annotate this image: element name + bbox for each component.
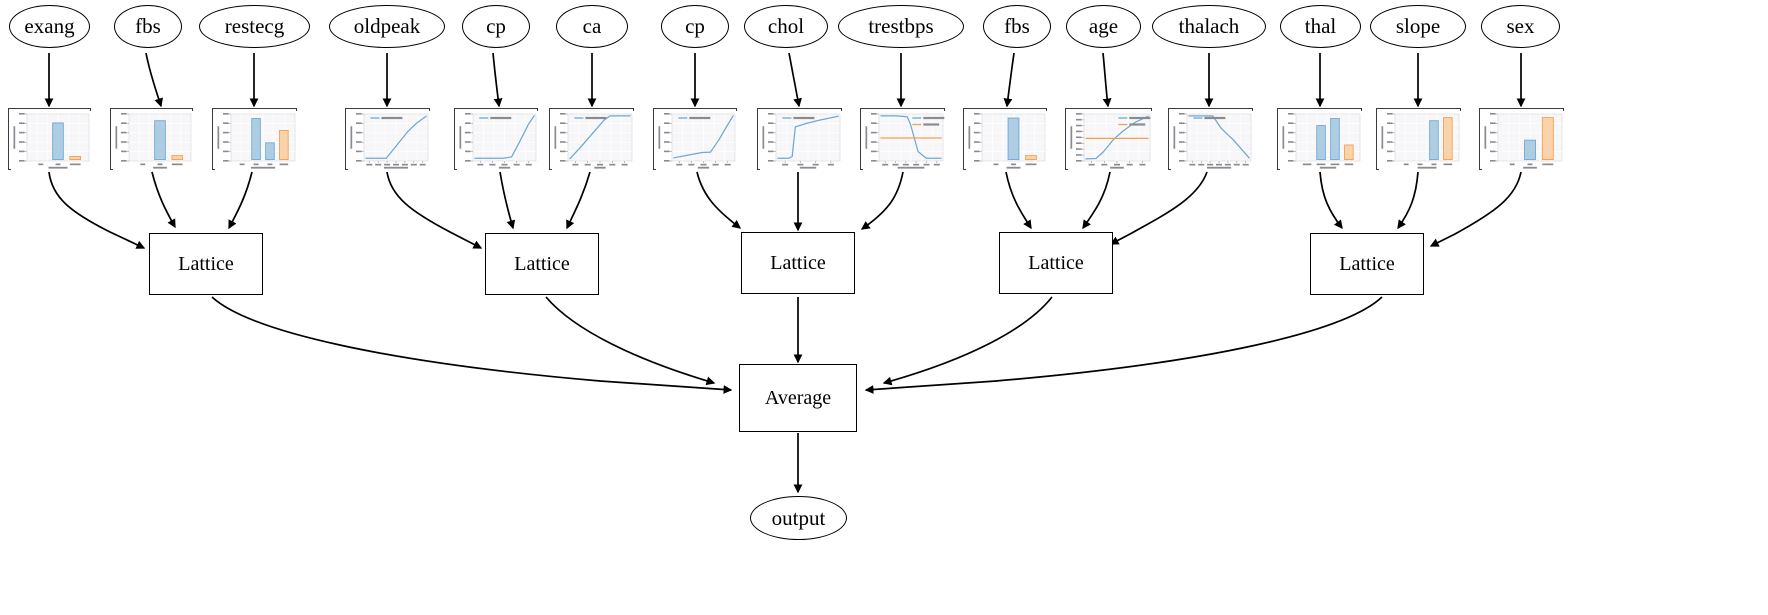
output-node[interactable]: output [750,496,847,540]
lattice-label: Lattice [1339,252,1395,275]
input-node-thal[interactable]: thal [1280,5,1361,48]
calibration-plot-exang[interactable] [8,108,92,171]
lattice-node-1[interactable]: Lattice [149,233,263,295]
calibration-plot-oldpeak[interactable] [345,108,431,171]
calibration-plot-chol[interactable] [757,108,843,171]
input-node-slope[interactable]: slope [1370,5,1466,48]
calibration-plot-cp-1[interactable] [454,108,539,171]
calibration-plot-slope[interactable] [1376,108,1462,171]
input-node-oldpeak[interactable]: oldpeak [329,5,445,48]
input-node-fbs-1[interactable]: fbs [114,5,182,48]
input-label: slope [1395,14,1441,38]
calibration-plot-sex[interactable] [1479,108,1565,171]
input-node-exang[interactable]: exang [9,5,90,48]
calibration-plot-thalach[interactable] [1168,108,1254,171]
calibration-plot-fbs-2[interactable] [963,108,1048,171]
lattice-node-5[interactable]: Lattice [1310,233,1424,295]
input-node-chol[interactable]: chol [744,5,828,48]
input-label: chol [767,14,805,38]
plot-canvas [113,111,194,171]
plot-canvas [552,111,635,171]
lattice-label: Lattice [178,252,234,275]
input-label: sex [1506,14,1535,38]
plot-canvas [656,111,738,171]
lattice-label: Lattice [770,251,826,274]
input-node-age[interactable]: age [1066,5,1141,48]
calibration-plot-age[interactable] [1065,108,1153,171]
input-label: cp [685,14,705,38]
plot-canvas [1171,111,1254,171]
input-label: restecg [224,14,285,38]
input-label: thalach [1178,14,1240,38]
plot-canvas [348,111,431,171]
plot-canvas [215,111,298,171]
lattice-node-3[interactable]: Lattice [741,232,855,294]
lattice-label: Lattice [1028,251,1084,274]
calibration-plot-restecg[interactable] [212,108,298,171]
lattice-label: Lattice [514,252,570,275]
input-label: oldpeak [353,14,421,38]
input-label: trestbps [868,14,934,38]
input-label: thal [1304,14,1337,38]
input-label: ca [582,14,602,38]
calibration-plot-trestbps[interactable] [860,108,946,171]
plot-canvas [1068,111,1153,171]
input-label: fbs [1004,14,1030,38]
input-label: age [1088,14,1119,38]
input-node-restecg[interactable]: restecg [199,5,310,48]
input-node-trestbps[interactable]: trestbps [838,5,964,48]
plot-canvas [1482,111,1565,171]
input-label: exang [24,14,75,38]
calibration-plot-cp-2[interactable] [653,108,738,171]
input-node-cp-1[interactable]: cp [462,5,530,48]
input-node-ca[interactable]: ca [556,5,628,48]
plot-canvas [1379,111,1462,171]
lattice-node-2[interactable]: Lattice [485,233,599,295]
plot-canvas [760,111,843,171]
input-node-fbs-2[interactable]: fbs [983,5,1051,48]
plot-canvas [457,111,539,171]
calibration-plot-ca[interactable] [549,108,635,171]
calibration-plot-fbs-1[interactable] [110,108,194,171]
calibration-plot-thal[interactable] [1277,108,1363,171]
lattice-node-4[interactable]: Lattice [999,232,1113,294]
input-node-sex[interactable]: sex [1481,5,1560,48]
plot-canvas [1280,111,1363,171]
input-label: fbs [135,14,161,38]
input-label: cp [486,14,506,38]
average-label: Average [764,386,832,409]
input-node-cp-2[interactable]: cp [661,5,729,48]
plot-canvas [11,111,92,171]
plot-canvas [966,111,1048,171]
average-node[interactable]: Average [739,364,857,432]
input-node-thalach[interactable]: thalach [1152,5,1266,48]
output-label: output [771,505,826,530]
plot-canvas [863,111,946,171]
